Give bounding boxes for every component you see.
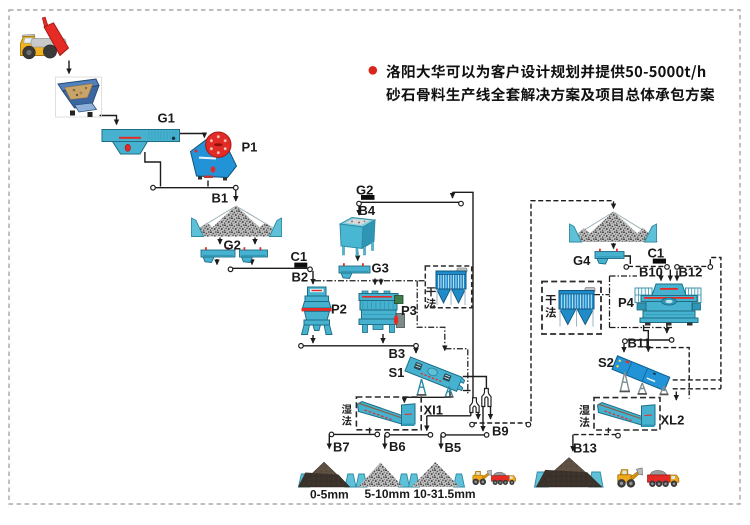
svg-text:B3: B3 xyxy=(389,346,406,361)
svg-text:B5: B5 xyxy=(445,440,462,455)
svg-text:B6: B6 xyxy=(389,439,406,454)
svg-text:S2: S2 xyxy=(598,355,614,370)
svg-text:B12: B12 xyxy=(679,265,703,280)
svg-text:B13: B13 xyxy=(573,441,597,456)
svg-text:5-10mm: 5-10mm xyxy=(365,487,410,501)
svg-text:10-31.5mm: 10-31.5mm xyxy=(414,487,476,501)
svg-text:G3: G3 xyxy=(372,261,389,276)
svg-text:P1: P1 xyxy=(242,140,258,155)
svg-text:P2: P2 xyxy=(331,302,347,317)
svg-text:XI1: XI1 xyxy=(424,403,444,418)
svg-text:0-5mm: 0-5mm xyxy=(310,488,349,502)
svg-text:B9: B9 xyxy=(492,424,509,439)
svg-text:P4: P4 xyxy=(618,295,635,310)
svg-text:G2: G2 xyxy=(224,238,241,253)
svg-text:XL2: XL2 xyxy=(661,413,685,428)
svg-text:B7: B7 xyxy=(333,440,350,455)
svg-text:B11: B11 xyxy=(628,336,651,351)
svg-text:B10: B10 xyxy=(639,265,663,280)
svg-text:G4: G4 xyxy=(573,253,591,268)
svg-text:P3: P3 xyxy=(401,303,417,318)
svg-text:G1: G1 xyxy=(158,111,175,126)
svg-text:S1: S1 xyxy=(389,365,405,380)
svg-text:C1: C1 xyxy=(648,246,665,261)
svg-text:B2: B2 xyxy=(292,270,309,285)
svg-text:B1: B1 xyxy=(212,191,229,206)
svg-text:C1: C1 xyxy=(291,249,308,264)
svg-text:B4: B4 xyxy=(359,203,376,218)
svg-text:G2: G2 xyxy=(356,183,373,198)
